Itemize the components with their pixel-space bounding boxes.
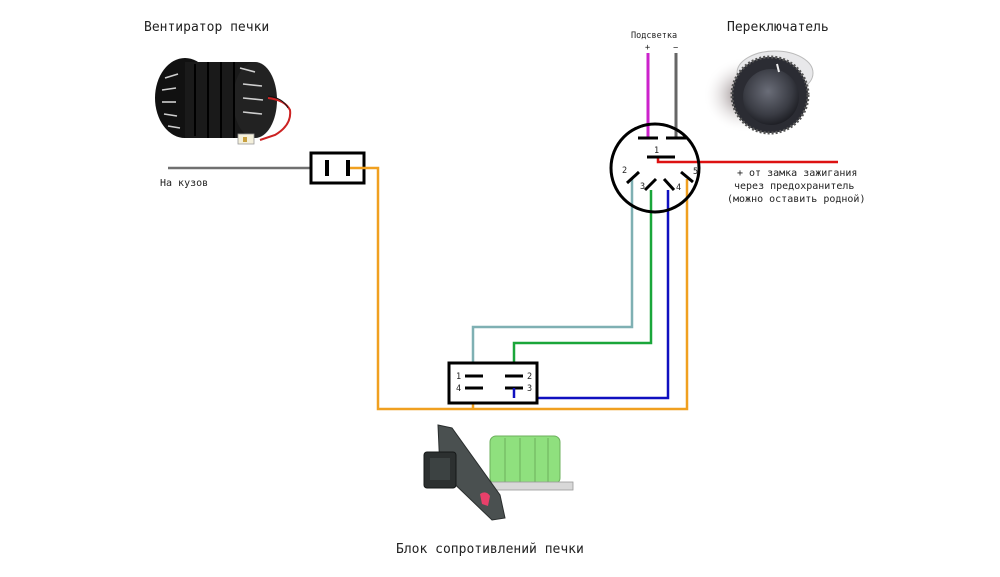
resistor-pin-2: 2: [527, 372, 532, 382]
ignition-wire: [656, 157, 838, 164]
resistor-pin-3: 3: [527, 384, 532, 394]
ignition-label-2: через предохранитель: [734, 181, 854, 192]
ignition-label-3: (можно оставить родной): [727, 193, 865, 205]
switch-pin-1: 1: [654, 146, 659, 156]
common-wire: [350, 166, 689, 411]
switch-pin-5: 5: [693, 167, 698, 177]
backlight-minus-label: −: [673, 43, 678, 53]
resistor-pin-1: 1: [456, 372, 461, 382]
switch-knob-image: [703, 50, 814, 135]
resistor-title: Блок сопротивлений печки: [396, 542, 584, 557]
backlight-label: Подсветка: [631, 31, 677, 41]
resistor-connector: [447, 361, 539, 405]
switch-pin-2: 2: [622, 166, 627, 176]
pin3-wire: [512, 190, 653, 376]
pin2-wire: [471, 178, 634, 376]
switch-pin-4: 4: [676, 183, 681, 193]
switch-schematic: [609, 122, 701, 214]
resistor-block-image: [423, 424, 574, 521]
switch-title: Переключатель: [727, 20, 829, 35]
ground-label: На кузов: [160, 178, 208, 189]
ignition-label-1: + от замка зажигания: [737, 168, 857, 179]
backlight-plus-label: +: [645, 43, 650, 53]
fan-title: Вентиратор печки: [144, 20, 269, 35]
resistor-pin-4: 4: [456, 384, 461, 394]
switch-pin-3: 3: [640, 182, 645, 192]
heater-fan-image: [155, 58, 292, 145]
